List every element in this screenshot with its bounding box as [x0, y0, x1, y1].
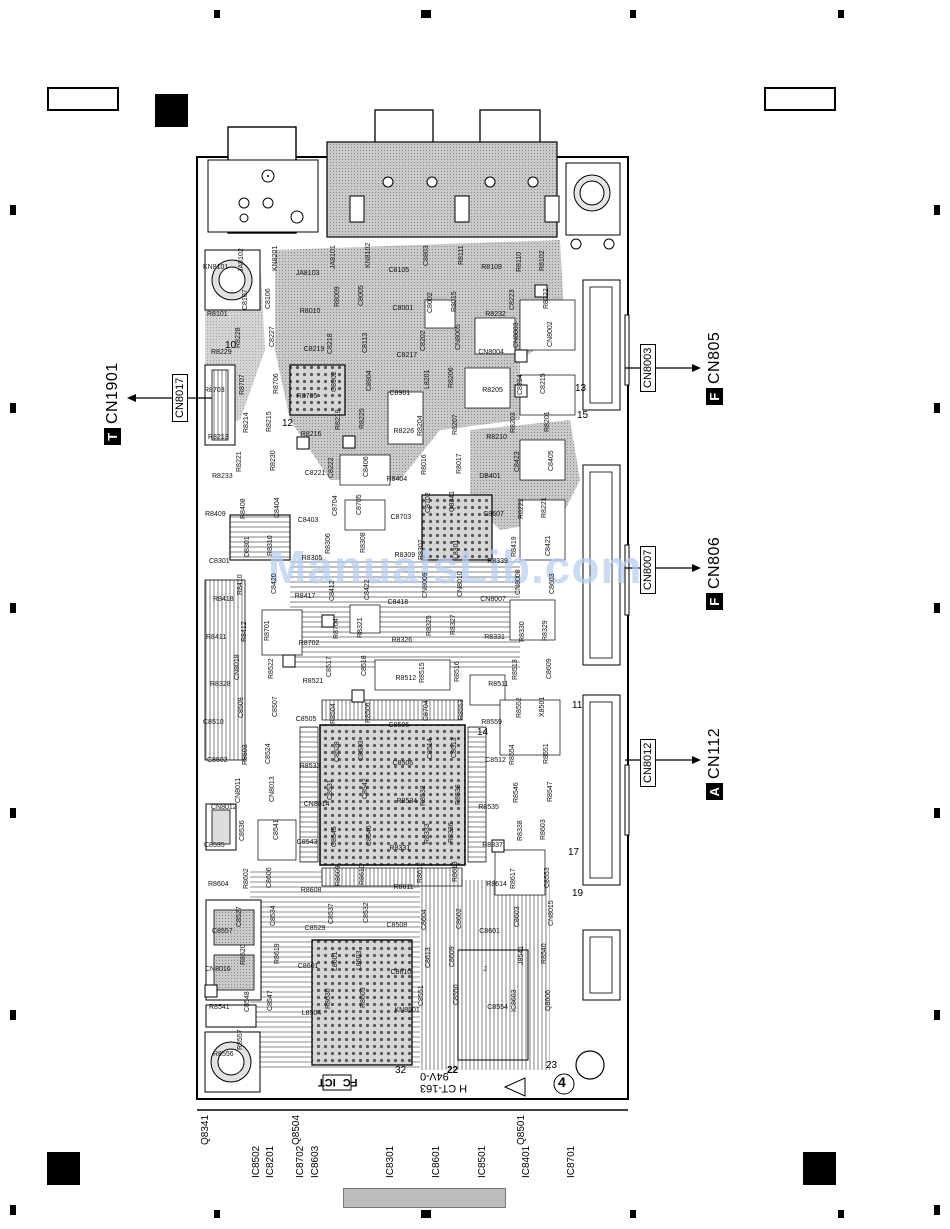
board-corner-number: 4 — [558, 1074, 566, 1090]
target-badge-f: F — [706, 388, 723, 405]
registration-mark-bottom-3 — [630, 1210, 636, 1218]
board-marking-ict-block: FC ICT — [318, 1076, 357, 1088]
registration-mark-right-2 — [934, 403, 940, 413]
registration-mark-left-3 — [10, 603, 16, 613]
registration-mark-bottom-4 — [838, 1210, 844, 1218]
jack-block-top — [326, 141, 558, 238]
pin-number: 13 — [575, 383, 587, 394]
ref-label-ic8501: IC8501 — [477, 1145, 488, 1178]
pin-number: 11 — [572, 700, 583, 711]
target-label-cn806: F CN806 — [706, 537, 724, 610]
component-pads — [257, 299, 576, 896]
registration-mark-right-5 — [934, 1010, 940, 1020]
board-marking-model: H CT-163 — [420, 1082, 468, 1094]
footer-bar — [343, 1188, 506, 1208]
ic8201-body — [289, 364, 346, 416]
target-badge-t: T — [104, 428, 121, 445]
ic8301-body — [229, 514, 291, 561]
pin-number: 23 — [546, 1060, 558, 1071]
ref-label-ic8702: IC8702 — [295, 1145, 306, 1178]
registration-mark-right-3 — [934, 603, 940, 613]
ref-label-ic8502: IC8502 — [251, 1145, 262, 1178]
registration-mark-right-1 — [934, 205, 940, 215]
registration-mark-left-2 — [10, 403, 16, 413]
ref-label-ic8301: IC8301 — [385, 1145, 396, 1178]
ref-label-ic8601: IC8601 — [431, 1145, 442, 1178]
connector-label-cn8003: CN8003 — [640, 343, 656, 392]
pin-number: 15 — [577, 410, 589, 421]
target-badge-f: F — [706, 593, 723, 610]
pin-number: 10 — [225, 340, 237, 351]
registration-mark-top-1 — [214, 10, 220, 18]
registration-mark-top-4 — [838, 10, 844, 18]
connector-label-cn8012: CN8012 — [640, 738, 656, 787]
ref-label-ic8603: IC8603 — [310, 1145, 321, 1178]
ic8401-body — [421, 494, 493, 561]
registration-mark-top-2 — [421, 10, 431, 18]
registration-mark-right-6 — [934, 1205, 940, 1215]
registration-mark-bottom-1 — [214, 1210, 220, 1218]
ic-marking-fc: FC — [342, 1076, 358, 1088]
trace-field-left — [204, 579, 246, 761]
ref-label-ic8201: IC8201 — [265, 1145, 276, 1178]
index-square-bottom-left — [47, 1152, 80, 1185]
registration-mark-left-5 — [10, 1010, 16, 1020]
registration-mark-bottom-2 — [421, 1210, 431, 1218]
ref-label-q8341: Q8341 — [200, 1114, 211, 1145]
registration-mark-left-6 — [10, 1205, 16, 1215]
ref-label-ic8401: IC8401 — [521, 1145, 532, 1178]
pin-number: 14 — [477, 727, 489, 738]
target-badge-a: A — [706, 783, 723, 800]
ic8603-body — [311, 939, 413, 1066]
target-name-cn1901: CN1901 — [104, 362, 121, 424]
ic8601-body — [457, 949, 529, 1061]
target-label-cn112: A CN112 — [706, 728, 724, 800]
ref-label-ic8701: IC8701 — [566, 1145, 577, 1178]
pin-number: 22 — [447, 1065, 459, 1076]
connector-label-cn8017: CN8017 — [172, 373, 188, 422]
watermark: ManualsLib.com — [268, 541, 643, 593]
target-name-cn806: CN806 — [706, 536, 723, 589]
index-box-top-right — [764, 87, 836, 111]
ref-label-q8501: Q8501 — [516, 1114, 527, 1145]
board-marking-rating: 94V-0 — [420, 1070, 449, 1082]
target-label-cn805: F CN805 — [706, 332, 724, 405]
pin-number: 32 — [395, 1065, 407, 1076]
ic-marking-ict: ICT — [318, 1076, 336, 1088]
ref-label-q8504: Q8504 — [291, 1114, 302, 1145]
copper-region-top — [275, 240, 565, 480]
registration-mark-left-1 — [10, 205, 16, 215]
target-name-cn805: CN805 — [706, 331, 723, 384]
registration-mark-top-3 — [630, 10, 636, 18]
index-square-top — [155, 94, 188, 127]
registration-mark-right-4 — [934, 808, 940, 818]
main-ic-bga — [319, 724, 466, 866]
target-name-cn112: CN112 — [706, 727, 723, 779]
registration-mark-left-4 — [10, 808, 16, 818]
pin-number: 17 — [568, 847, 580, 858]
index-box-top-left — [47, 87, 119, 111]
connector-label-cn8007: CN8007 — [640, 545, 656, 594]
pin-number: 12 — [282, 418, 294, 429]
index-square-bottom-right — [803, 1152, 836, 1185]
target-label-cn1901: T CN1901 — [104, 362, 122, 445]
pin-number: 19 — [572, 888, 584, 899]
